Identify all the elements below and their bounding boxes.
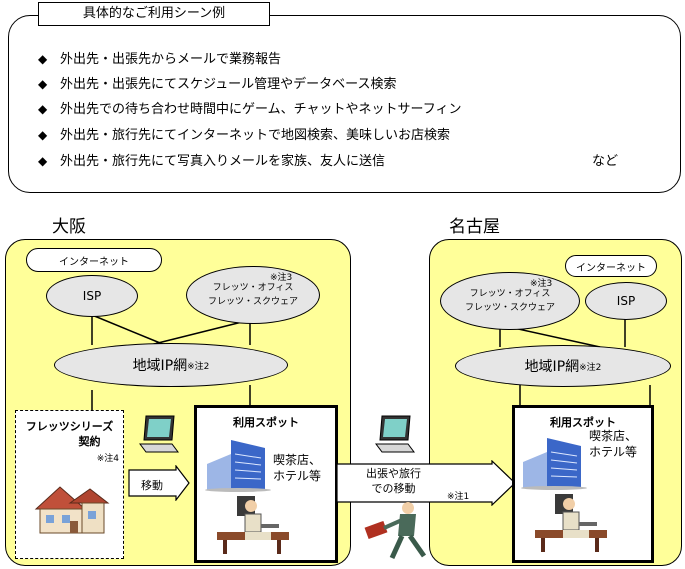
osaka-internet-cloud: インターネット	[26, 248, 162, 272]
diamond-bullet-icon: ◆	[38, 52, 48, 66]
house-icon	[34, 486, 110, 534]
osaka-usage-spot: 利用スポット 喫茶店、 ホテル等	[194, 405, 338, 563]
building-icon	[205, 440, 271, 492]
person-with-laptop-icon	[535, 494, 607, 552]
osaka-label: 大阪	[52, 217, 86, 237]
osaka-note3: ※注3	[270, 273, 293, 283]
usage-item: ◆外出先での待ち合わせ時間中にゲーム、チャットやネットサーフィン	[38, 102, 462, 117]
laptop-icon	[139, 415, 179, 453]
usage-scenes-box	[8, 15, 681, 193]
nagoya-note3: ※注3	[530, 279, 553, 289]
spot-title: 利用スポット	[550, 416, 616, 429]
travel-label: 出張や旅行 での移動	[366, 467, 421, 495]
travel-arrow	[336, 460, 516, 506]
usage-scenes-title: 具体的なご利用シーン例	[38, 2, 270, 26]
diamond-bullet-icon: ◆	[38, 77, 48, 91]
travel-laptop-icon	[375, 415, 415, 453]
usage-item: ◆外出先・出張先にてスケジュール管理やデータベース検索	[38, 77, 397, 92]
flets-contract-box: フレッツシリーズ 契約 ※注4	[15, 410, 124, 559]
osaka-regional-ip-network: 地域IP網※注2	[54, 343, 288, 387]
osaka-isp-node: ISP	[46, 275, 138, 317]
nagoya-label: 名古屋	[449, 217, 500, 237]
running-businessman-icon	[364, 502, 427, 560]
nagoya-flets-office-node: フレッツ・オフィス フレッツ・スクウェア	[440, 272, 580, 330]
flets-contract-label: フレッツシリーズ 契約	[25, 420, 114, 448]
usage-item: ◆外出先・旅行先にて写真入りメールを家族、友人に送信	[38, 154, 386, 169]
travel-note1: ※注1	[447, 492, 470, 502]
nagoya-usage-spot: 利用スポット 喫茶店、 ホテル等	[512, 405, 654, 563]
building-icon	[521, 438, 587, 490]
usage-etc-label: など	[592, 154, 619, 169]
diamond-bullet-icon: ◆	[38, 128, 48, 142]
nagoya-isp-node: ISP	[585, 282, 667, 320]
move-label: 移動	[141, 479, 163, 492]
person-with-laptop-icon	[217, 496, 289, 554]
nagoya-internet-cloud: インターネット	[565, 255, 657, 277]
move-arrow	[128, 465, 190, 501]
diamond-bullet-icon: ◆	[38, 154, 48, 168]
osaka-note4: ※注4	[96, 454, 119, 464]
osaka-flets-office-node: フレッツ・オフィス フレッツ・スクウェア	[186, 266, 320, 324]
usage-item: ◆外出先・出張先からメールで業務報告	[38, 52, 282, 67]
usage-item: ◆外出先・旅行先にてインターネットで地図検索、美味しいお店検索	[38, 128, 451, 143]
spot-title: 利用スポット	[233, 416, 299, 429]
nagoya-regional-ip-network: 地域IP網※注2	[455, 345, 671, 387]
diamond-bullet-icon: ◆	[38, 102, 48, 116]
